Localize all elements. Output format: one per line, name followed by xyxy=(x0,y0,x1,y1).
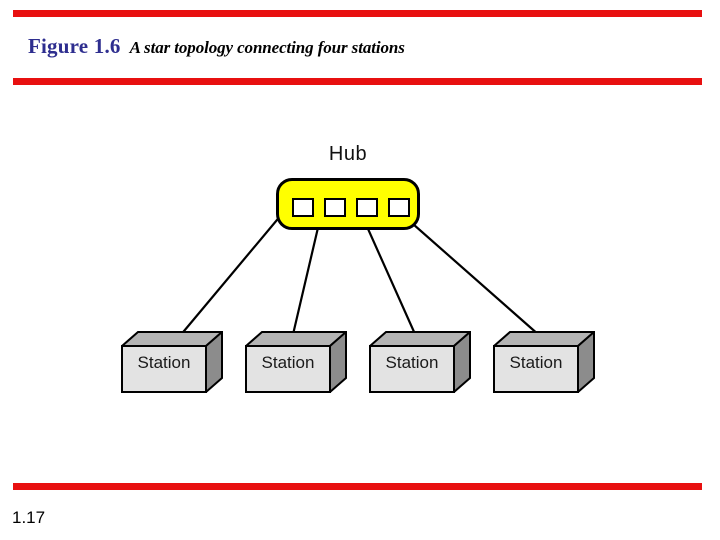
top-red-rule xyxy=(13,10,702,17)
star-topology-diagram: Hub Station Station xyxy=(0,95,720,425)
station-box-3[interactable]: Station xyxy=(369,331,471,393)
station-shape-icon xyxy=(493,331,595,393)
hub-port-3[interactable] xyxy=(356,198,378,217)
hub-port-1[interactable] xyxy=(292,198,314,217)
station-box-1[interactable]: Station xyxy=(121,331,223,393)
figure-header: Figure 1.6 A star topology connecting fou… xyxy=(28,34,405,59)
bottom-red-rule xyxy=(13,483,702,490)
station-box-2[interactable]: Station xyxy=(245,331,347,393)
link-line-0 xyxy=(172,200,294,345)
station-shape-icon xyxy=(369,331,471,393)
hub-label: Hub xyxy=(328,143,368,165)
station-shape-icon xyxy=(121,331,223,393)
mid-red-rule xyxy=(13,78,702,85)
station-box-4[interactable]: Station xyxy=(493,331,595,393)
page-number: 1.17 xyxy=(12,508,46,527)
station-shape-icon xyxy=(245,331,347,393)
figure-caption: A star topology connecting four stations xyxy=(129,38,405,57)
hub-port-2[interactable] xyxy=(324,198,346,217)
hub-port-4[interactable] xyxy=(388,198,410,217)
figure-number: Figure 1.6 xyxy=(28,34,121,58)
hub-device[interactable] xyxy=(276,178,420,230)
